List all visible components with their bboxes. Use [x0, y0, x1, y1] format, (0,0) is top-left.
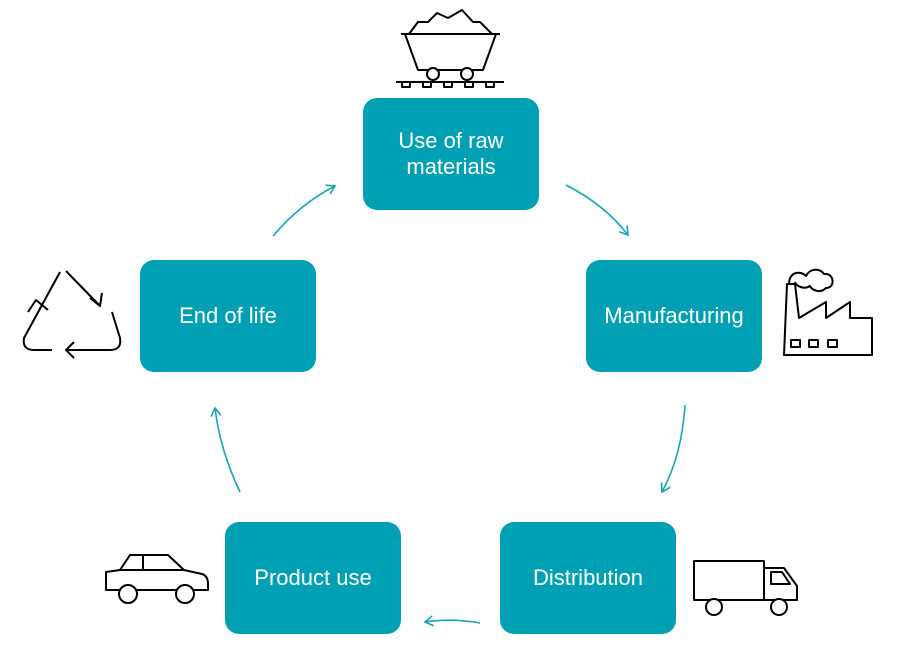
- stage-end-of-life: End of life: [140, 260, 316, 372]
- arrow-product-use-to-end-of-life: [210, 406, 241, 493]
- stage-label: Use of raw materials: [398, 128, 504, 179]
- stage-distribution: Distribution: [500, 522, 676, 634]
- stage-label: Distribution: [532, 565, 644, 590]
- stage-use-of-raw-materials: Use of raw materials: [363, 98, 539, 210]
- stage-label: Product use: [254, 565, 372, 590]
- factory-icon: [783, 268, 873, 356]
- mine-cart-icon: [396, 9, 504, 88]
- stage-manufacturing: Manufacturing: [586, 260, 762, 372]
- arrow-end-of-life-to-raw: [272, 184, 337, 237]
- stage-product-use: Product use: [225, 522, 401, 634]
- recycle-icon: [22, 270, 122, 359]
- car-icon: [105, 554, 209, 604]
- stage-label: Manufacturing: [604, 303, 744, 328]
- arrow-raw-to-manufacturing: [565, 184, 629, 237]
- arrow-manufacturing-to-distribution: [660, 404, 686, 494]
- truck-icon: [693, 560, 798, 616]
- arrow-distribution-to-product-use: [423, 615, 481, 627]
- stage-label: End of life: [179, 303, 277, 328]
